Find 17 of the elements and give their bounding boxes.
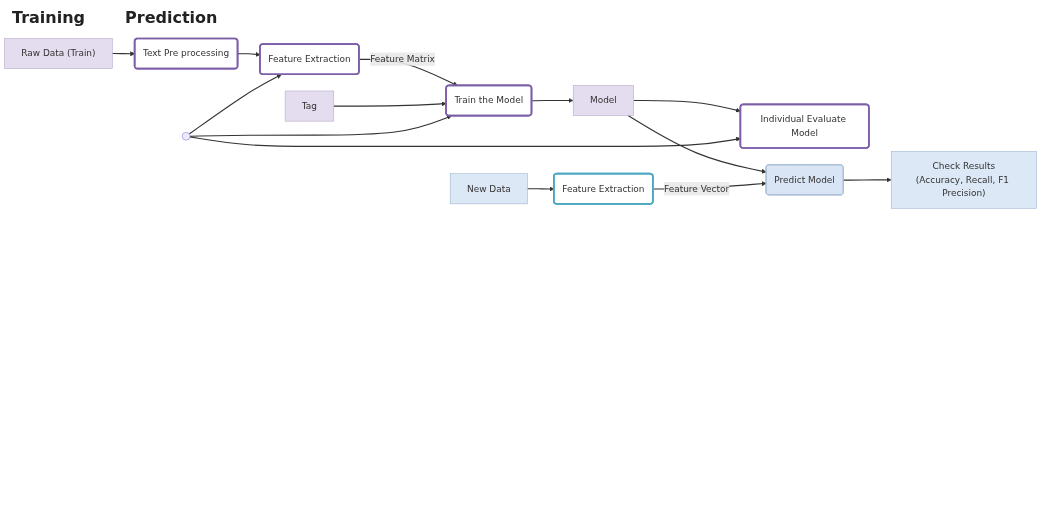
- arrow: [189, 136, 741, 147]
- arrow: [188, 74, 282, 135]
- arrow: [842, 177, 892, 183]
- node-box: Tag: [284, 90, 335, 122]
- node-box: Check Results (Accuracy, Recall, F1 Precision): [890, 151, 1037, 209]
- arrow: [627, 115, 767, 174]
- arrow: [189, 115, 452, 137]
- arrow: [333, 101, 447, 107]
- section-heading: Prediction: [125, 7, 218, 27]
- edge-label: Feature Vector: [664, 183, 730, 194]
- arrow: [531, 98, 574, 103]
- edge-label: Feature Matrix: [370, 53, 435, 65]
- node-box: Model: [572, 85, 634, 116]
- section-heading: Training: [12, 7, 86, 27]
- arrow: [633, 99, 741, 113]
- node-box: New Data: [449, 173, 528, 205]
- node-box: Raw Data (Train): [4, 38, 113, 69]
